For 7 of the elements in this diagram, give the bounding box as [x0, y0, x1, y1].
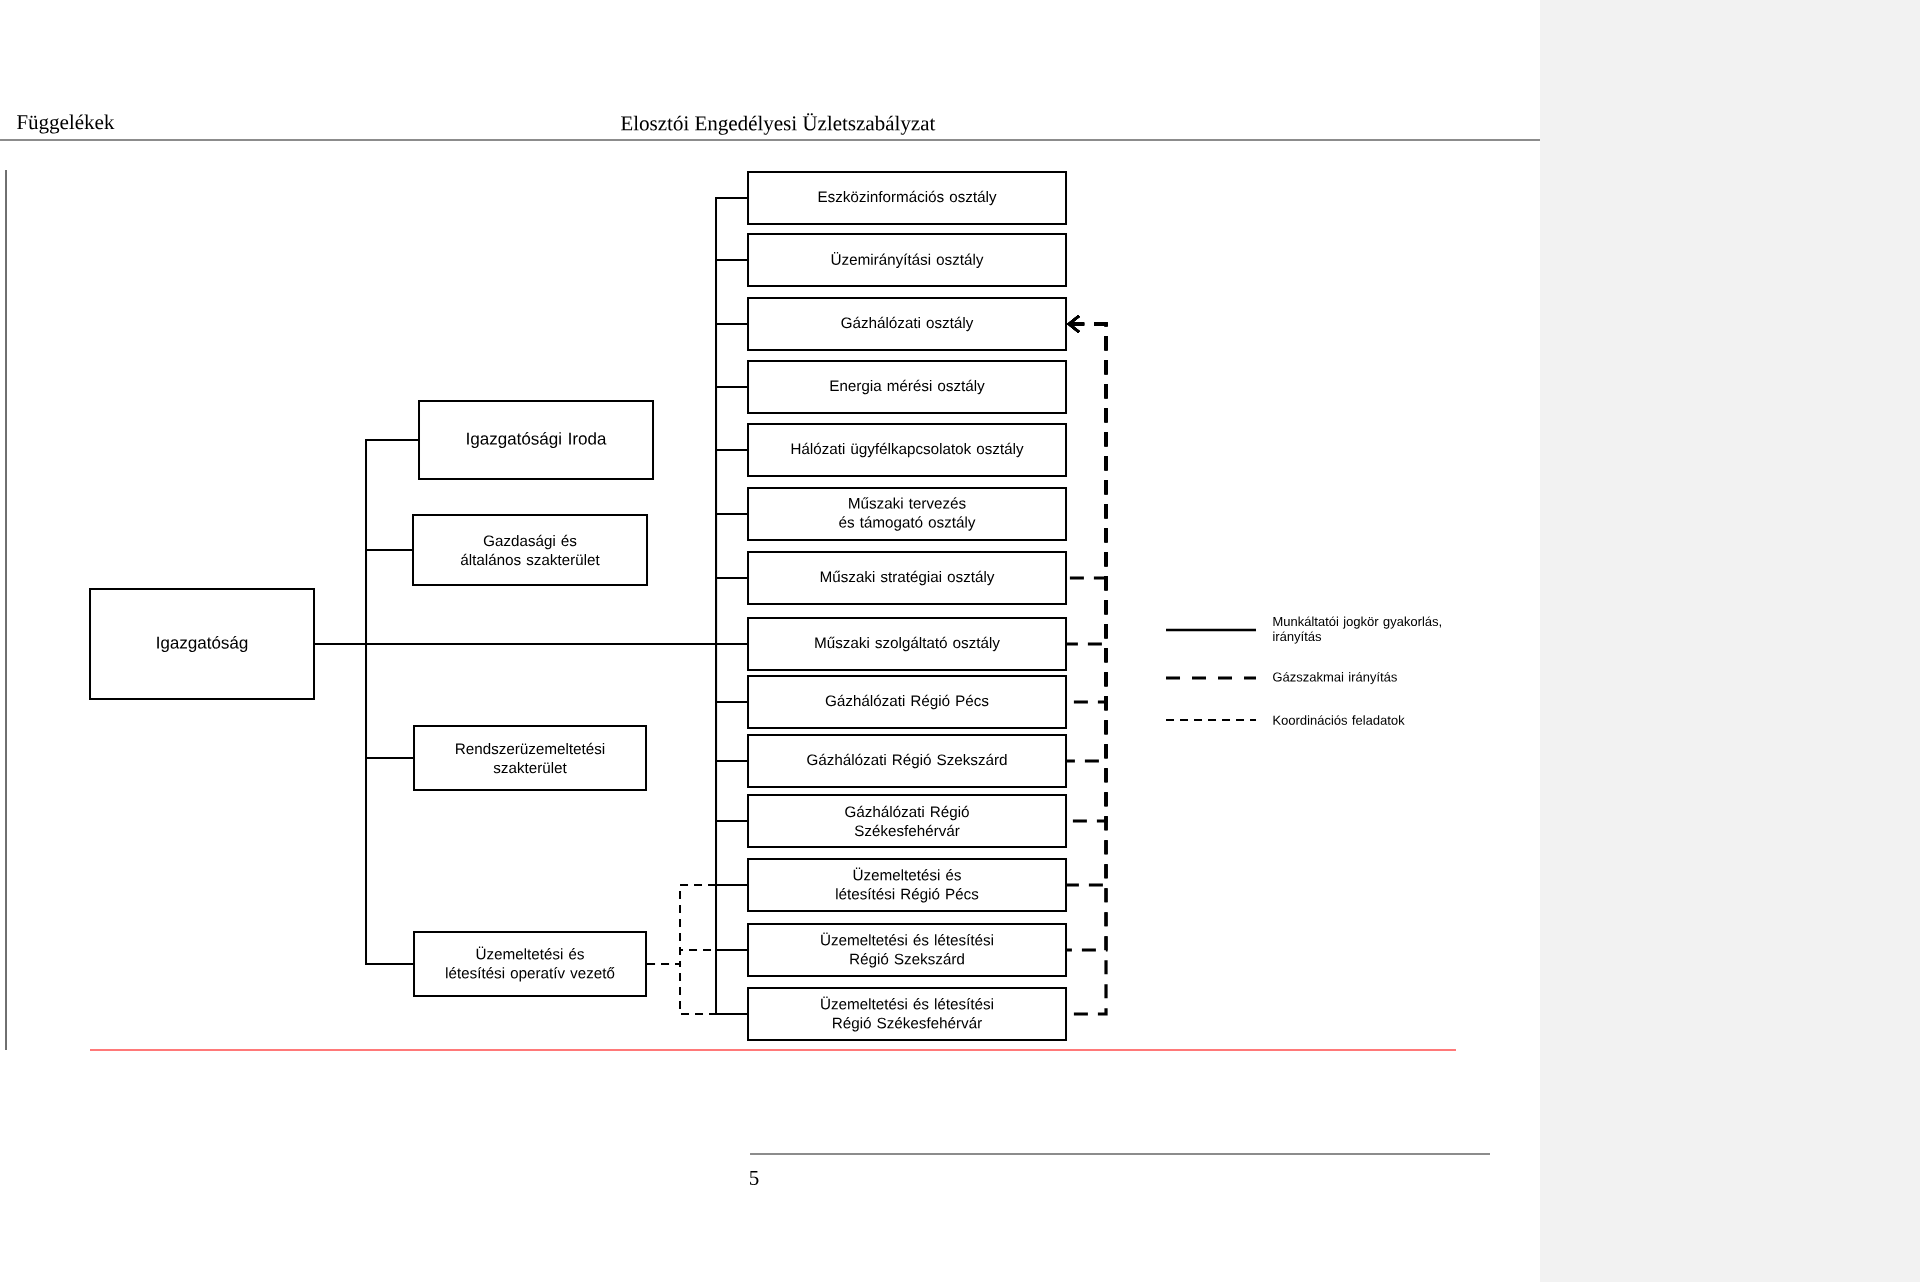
connector-line — [314, 643, 748, 1015]
header-text: Függelékek — [17, 114, 115, 134]
connector-line — [646, 963, 748, 1015]
org-box: Igazgatósági Iroda — [418, 400, 654, 480]
header-text: Elosztói Engedélyesi Üzletszabályzat — [621, 113, 936, 135]
page-number: 5 — [750, 1171, 759, 1185]
org-box: Igazgatóság — [89, 588, 315, 700]
